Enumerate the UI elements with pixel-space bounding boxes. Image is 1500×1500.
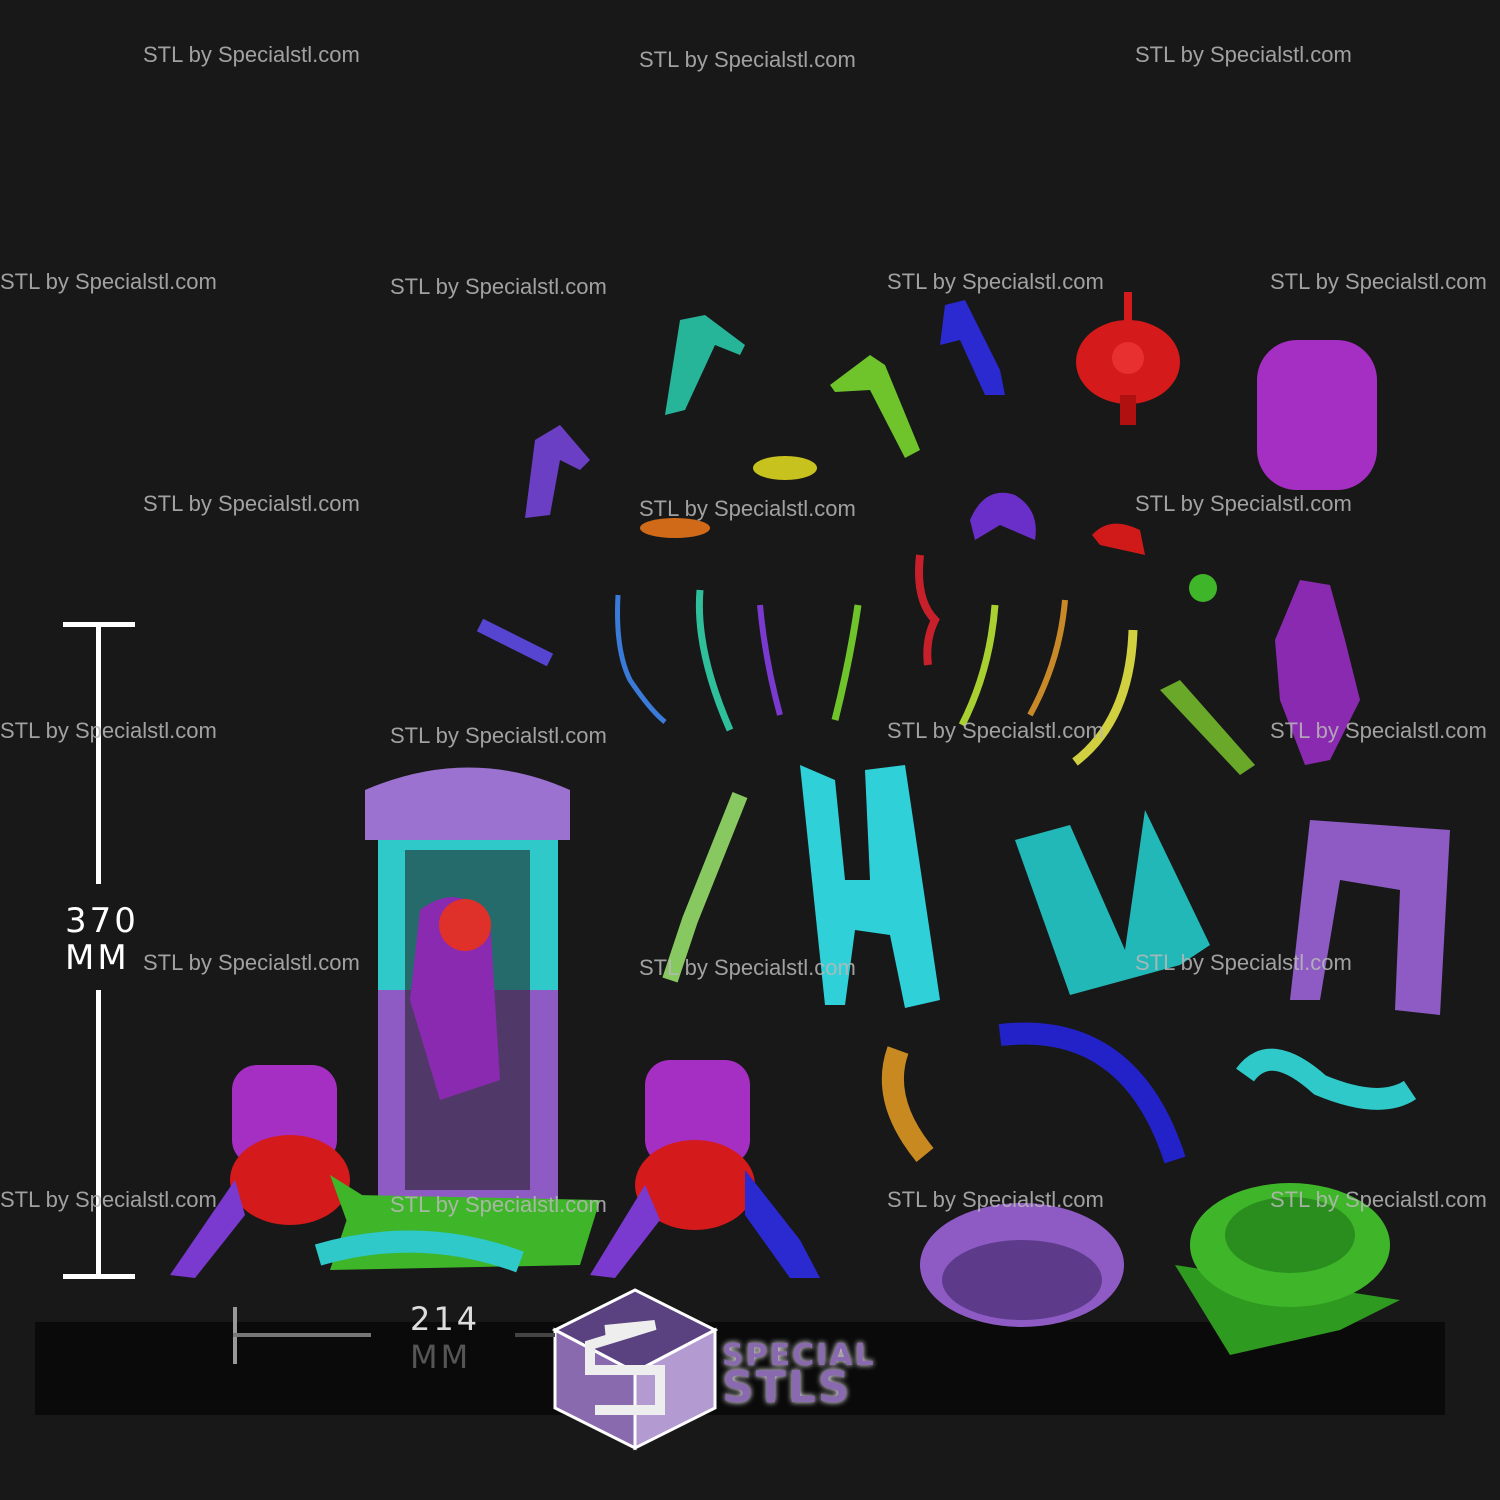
height-marker-line xyxy=(96,990,101,1278)
panel-teal-h xyxy=(800,765,940,1008)
height-marker-bottom-cap xyxy=(63,1274,135,1279)
tank-body-magenta xyxy=(1257,340,1377,490)
tank-turret-red xyxy=(1076,292,1180,425)
logo-line1: SPECIAL xyxy=(722,1338,876,1373)
hair-part-purple xyxy=(970,492,1036,540)
leg-part-blue xyxy=(940,300,1005,395)
leg-part-purple xyxy=(525,425,590,518)
figure-purple xyxy=(1275,580,1360,765)
head-part-green xyxy=(1189,574,1217,602)
leg-part-teal xyxy=(665,315,745,415)
height-unit: MM xyxy=(65,938,130,978)
watermark: STL by Specialstl.com xyxy=(1135,491,1352,516)
leg-part-green-2 xyxy=(1160,680,1255,775)
hair-part-red xyxy=(1092,523,1145,555)
cable-green xyxy=(831,604,862,721)
watermark: STL by Specialstl.com xyxy=(639,496,856,521)
cable-orange xyxy=(1027,599,1068,717)
panel-purple-arch xyxy=(1290,820,1450,1015)
watermark: STL by Specialstl.com xyxy=(390,1192,607,1217)
width-value: 214 xyxy=(410,1300,481,1338)
watermark: STL by Specialstl.com xyxy=(143,950,360,975)
hose-blue xyxy=(998,1022,1186,1164)
hose-orange xyxy=(881,1046,934,1162)
assembled-model xyxy=(170,767,820,1278)
watermark: STL by Specialstl.com xyxy=(143,42,360,67)
cable-lime xyxy=(958,604,999,727)
watermark: STL by Specialstl.com xyxy=(1270,1187,1487,1212)
cable-teal xyxy=(695,589,734,732)
logo-band xyxy=(35,1322,1445,1415)
watermark: STL by Specialstl.com xyxy=(0,1187,217,1212)
cable-purple xyxy=(757,604,783,716)
watermark: STL by Specialstl.com xyxy=(1270,718,1487,743)
special-stls-logo-cube xyxy=(551,1288,719,1451)
watermark: STL by Specialstl.com xyxy=(639,955,856,980)
watermark: STL by Specialstl.com xyxy=(1135,950,1352,975)
watermark: STL by Specialstl.com xyxy=(0,269,217,294)
base-green xyxy=(1175,1183,1400,1355)
cable-blue xyxy=(615,594,667,724)
cable-yellow xyxy=(1072,629,1138,766)
small-part-orange xyxy=(640,518,710,538)
watermark: STL by Specialstl.com xyxy=(1270,269,1487,294)
height-marker-line xyxy=(96,622,101,884)
width-marker-line xyxy=(515,1333,555,1337)
pipe-green xyxy=(662,792,748,983)
hose-teal xyxy=(1236,1048,1417,1110)
watermark: STL by Specialstl.com xyxy=(0,718,217,743)
width-marker-line xyxy=(233,1333,371,1337)
watermark: STL by Specialstl.com xyxy=(1135,42,1352,67)
small-part-yellow xyxy=(753,456,817,480)
leg-part-green xyxy=(830,355,920,458)
cable-blue-violet xyxy=(476,618,554,667)
watermark: STL by Specialstl.com xyxy=(143,491,360,516)
cable-red xyxy=(915,554,940,666)
watermark: STL by Specialstl.com xyxy=(639,47,856,72)
watermark: STL by Specialstl.com xyxy=(390,274,607,299)
height-value: 370 xyxy=(65,901,139,941)
panel-teal-u xyxy=(1015,810,1210,995)
width-unit: MM xyxy=(410,1338,472,1376)
watermark: STL by Specialstl.com xyxy=(390,723,607,748)
watermark: STL by Specialstl.com xyxy=(887,269,1104,294)
watermark: STL by Specialstl.com xyxy=(887,718,1104,743)
logo-line2: STLS xyxy=(722,1362,852,1413)
watermark: STL by Specialstl.com xyxy=(887,1187,1104,1212)
